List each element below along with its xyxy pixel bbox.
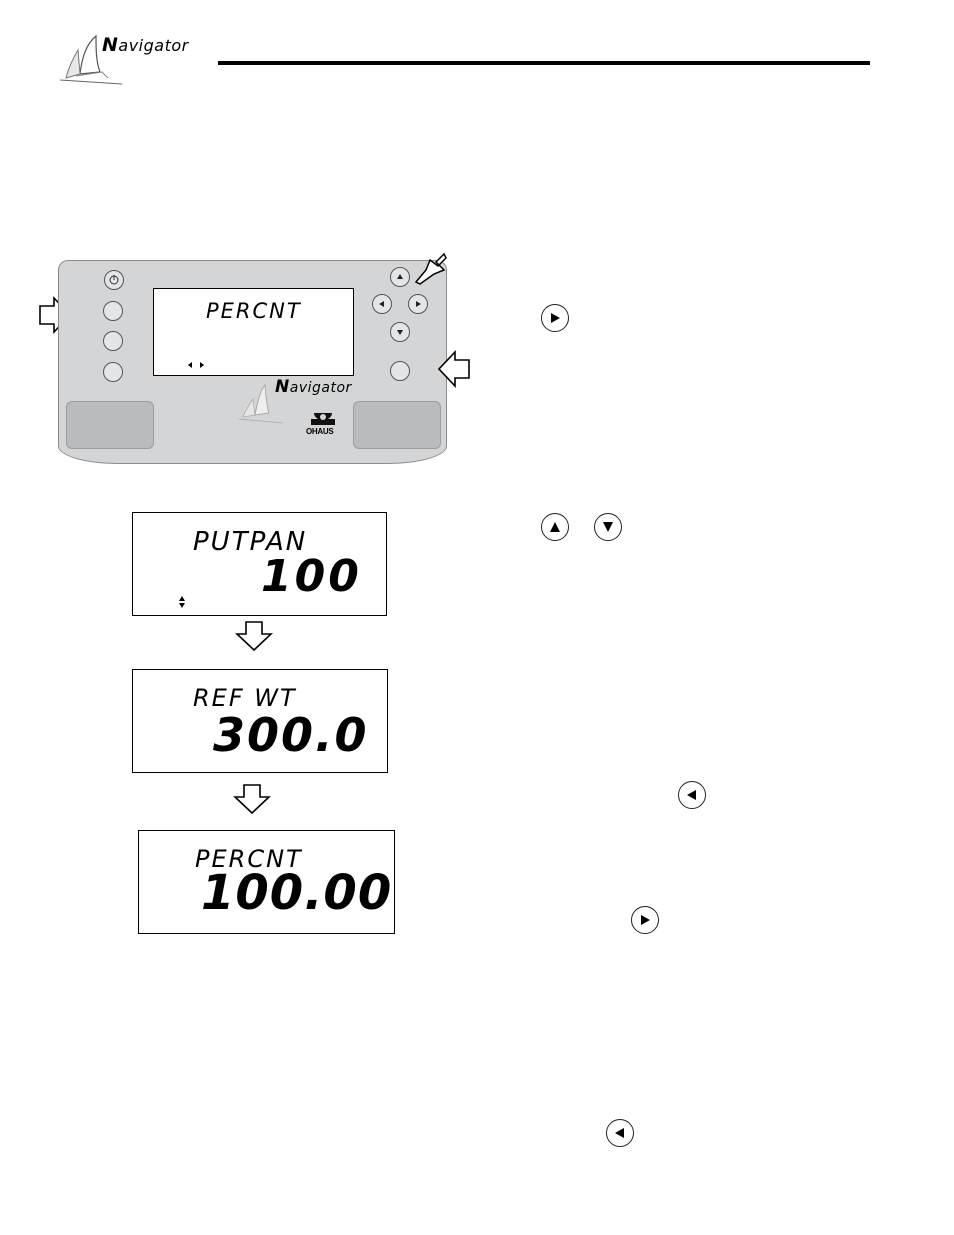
menu-button[interactable] bbox=[103, 301, 123, 321]
screen-value: 300.0 bbox=[213, 708, 369, 762]
down-button[interactable] bbox=[390, 322, 410, 342]
down-hollow-arrow-icon bbox=[235, 621, 273, 652]
tare-button[interactable] bbox=[103, 362, 123, 382]
right-arrow-key-icon bbox=[541, 304, 569, 332]
left-arrow-key-icon bbox=[606, 1119, 634, 1147]
up-arrow-icon bbox=[397, 274, 403, 279]
power-icon bbox=[109, 275, 119, 285]
down-hollow-arrow-icon bbox=[233, 784, 271, 815]
up-down-indicator-icon bbox=[179, 596, 185, 608]
panel-brand-text: Navigator bbox=[275, 377, 352, 397]
left-right-indicator-icon bbox=[188, 362, 204, 368]
down-arrow-key-icon bbox=[594, 513, 622, 541]
sail-logo-icon bbox=[59, 34, 123, 85]
screen-value: 100.00 bbox=[201, 865, 393, 921]
power-button[interactable] bbox=[104, 270, 124, 290]
right-arrow-icon bbox=[416, 301, 421, 307]
enter-button[interactable] bbox=[390, 361, 410, 381]
display-screen-ref-wt: REF WT 300.0 bbox=[132, 669, 388, 773]
display-screen-putpan: PUTPAN 100 bbox=[132, 512, 387, 616]
up-arrow-key-icon bbox=[541, 513, 569, 541]
screen-label: PERCNT bbox=[195, 845, 303, 873]
down-arrow-icon bbox=[397, 330, 403, 335]
sail-logo-icon bbox=[238, 383, 284, 424]
left-button[interactable] bbox=[372, 294, 392, 314]
ohaus-text: OHAUS bbox=[306, 427, 334, 436]
ohaus-logo: OHAUS bbox=[306, 409, 340, 443]
left-arrow-key-icon bbox=[678, 781, 706, 809]
left-arrow-icon bbox=[379, 301, 384, 307]
control-panel: PERCNT Navigator OHAUS bbox=[58, 260, 447, 464]
display-screen-percnt: PERCNT 100.00 bbox=[138, 830, 395, 934]
print-button[interactable] bbox=[103, 331, 123, 351]
header-rule bbox=[218, 61, 870, 65]
right-button[interactable] bbox=[408, 294, 428, 314]
screen-value: 100 bbox=[261, 551, 362, 602]
screen-label: REF WT bbox=[193, 684, 297, 712]
panel-display-text: PERCNT bbox=[206, 299, 302, 323]
header-logo-text: Navigator bbox=[102, 34, 189, 56]
left-bar-pad[interactable] bbox=[66, 401, 154, 449]
ohaus-emblem-icon bbox=[311, 413, 335, 425]
hollow-pointer-arrow-icon bbox=[414, 252, 447, 285]
right-arrow-key-icon bbox=[631, 906, 659, 934]
up-button[interactable] bbox=[390, 267, 410, 287]
panel-display: PERCNT bbox=[153, 288, 354, 376]
header-logo: Navigator bbox=[56, 30, 206, 88]
hollow-pointer-arrow-icon bbox=[437, 350, 470, 388]
screen-label: PUTPAN bbox=[193, 527, 308, 557]
right-bar-pad[interactable] bbox=[353, 401, 441, 449]
